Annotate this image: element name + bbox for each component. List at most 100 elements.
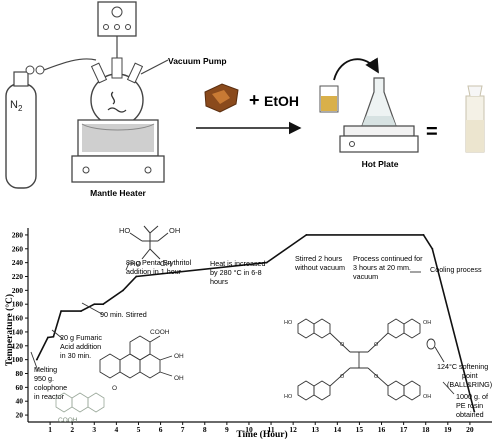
gas-subscript: 2 <box>18 104 23 113</box>
mantle-heater-label: Mantle Heater <box>90 188 146 198</box>
svg-text:HO: HO <box>284 320 293 326</box>
annotation-stirred-2h: Stirred 2 hours without vacuum <box>294 254 345 272</box>
experimental-setup: N2 <box>5 1 485 198</box>
svg-text:OH: OH <box>169 226 180 235</box>
svg-text:COOH: COOH <box>150 329 170 336</box>
annotation-cooling: Cooling process <box>430 265 482 274</box>
x-tick-label: 10 <box>245 425 253 434</box>
y-tick-label: 140 <box>12 327 24 336</box>
x-tick-label: 16 <box>378 425 386 434</box>
pentaerythritol-labels: HO OH HO OH <box>119 226 180 268</box>
pe-rosin-ester-structure <box>297 318 421 401</box>
plus-sign: + <box>249 90 260 110</box>
temperature-point <box>93 303 96 306</box>
y-tick-labels: 20 40 60 80 100 120 140 160 180 200 220 240 260 280 <box>12 230 24 419</box>
annotation-stirred-90: 90 min. Stirred <box>100 310 147 319</box>
temperature-point <box>305 234 308 236</box>
nitrogen-cylinder-icon: N2 <box>5 58 97 189</box>
y-tick-label: 80 <box>16 369 24 378</box>
x-tick-label: 7 <box>181 425 185 434</box>
svg-text:O: O <box>340 342 345 348</box>
gas-label: N <box>10 99 18 111</box>
x-tick-label: 12 <box>289 425 297 434</box>
rosin-icon <box>204 83 239 113</box>
temperature-point <box>52 335 55 338</box>
svg-text:HO: HO <box>284 394 293 400</box>
temperature-point <box>135 275 138 278</box>
vacuum-pump-label: Vacuum Pump <box>168 56 227 66</box>
y-tick-label: 160 <box>12 314 24 323</box>
temperature-point <box>473 410 476 413</box>
x-tick-label: 19 <box>444 425 452 434</box>
annotation-leader-lines <box>30 262 455 395</box>
svg-text:OH: OH <box>160 259 171 268</box>
svg-text:O: O <box>374 342 379 348</box>
abietic-acid-structure <box>55 392 105 413</box>
x-tick-label: 8 <box>203 425 207 434</box>
temperature-point <box>122 289 124 292</box>
solvent-label: EtOH <box>264 93 299 109</box>
svg-text:O: O <box>374 374 379 380</box>
y-tick-label: 280 <box>12 230 24 239</box>
pour-arrow-icon <box>333 57 379 81</box>
product-bottle-icon <box>465 85 485 153</box>
rosin-adduct-labels: COOH OH OH O <box>112 329 184 392</box>
y-tick-label: 240 <box>12 258 24 267</box>
y-tick-label: 260 <box>12 244 24 253</box>
hot-plate-icon <box>339 77 419 153</box>
annotation-penta-erythritol: 88 g Penta Erythritol addition in 1 hour <box>126 258 193 276</box>
temperature-point <box>422 234 425 236</box>
temperature-point <box>46 336 49 339</box>
temperature-point <box>80 310 82 313</box>
temperature-point <box>102 303 105 306</box>
temperature-point <box>265 261 268 264</box>
svg-text:O: O <box>340 374 345 380</box>
x-tick-label: 9 <box>225 425 229 434</box>
y-tick-label: 180 <box>12 300 24 309</box>
x-tick-label: 11 <box>268 425 275 434</box>
hot-plate-label: Hot Plate <box>362 159 399 169</box>
temperature-controller-icon <box>97 1 137 64</box>
temperature-point <box>431 247 434 250</box>
mantle-heater-icon <box>71 119 165 183</box>
annotation-melting: Melting 950 g. colophone in reactor <box>34 365 69 401</box>
y-tick-label: 220 <box>12 272 24 281</box>
x-axis-label: Time (Hour) <box>236 429 287 440</box>
svg-text:HO: HO <box>119 226 130 235</box>
x-tick-label: 6 <box>159 425 163 434</box>
y-tick-label: 100 <box>12 355 24 364</box>
y-tick-label: 20 <box>16 411 24 420</box>
rosin-adduct-structure <box>99 335 173 379</box>
reactor-flask-icon <box>90 57 169 127</box>
svg-text:OH: OH <box>423 320 431 326</box>
x-tick-label: 3 <box>92 425 96 434</box>
temperature-point <box>35 358 38 361</box>
y-tick-label: 40 <box>16 397 24 406</box>
annotation-heat-increase: Heat is increased by 280 °C in 6-8 hours <box>210 259 268 286</box>
x-tick-label: 18 <box>422 425 430 434</box>
pentaerythritol-structure <box>129 225 169 260</box>
temperature-point <box>60 310 63 313</box>
equals-sign: = <box>426 121 438 143</box>
y-tick-label: 120 <box>12 341 24 350</box>
annotation-obtained: 1000 g. of PE rosin obtained <box>456 392 490 419</box>
svg-text:O: O <box>112 385 117 392</box>
x-tick-label: 5 <box>137 425 141 434</box>
temperature-profile-points <box>35 234 476 413</box>
y-tick-label: 200 <box>12 286 24 295</box>
svg-text:HO: HO <box>130 259 141 268</box>
chart-axes <box>25 228 492 425</box>
x-tick-label: 17 <box>400 425 408 434</box>
svg-text:OH: OH <box>423 394 431 400</box>
y-tick-label: 60 <box>16 383 24 392</box>
y-axis-label: Temperature (°C) <box>4 294 15 366</box>
pe-rosin-ester-labels: O O O O HO OH HO OH <box>284 320 431 400</box>
svg-text:OH: OH <box>174 353 184 360</box>
abietic-acid-cooh-label: COOH <box>58 417 78 424</box>
vial-icon <box>319 85 339 113</box>
x-tick-label: 20 <box>466 425 474 434</box>
x-tick-label: 14 <box>334 425 342 434</box>
svg-text:N2: N2 <box>10 99 23 113</box>
